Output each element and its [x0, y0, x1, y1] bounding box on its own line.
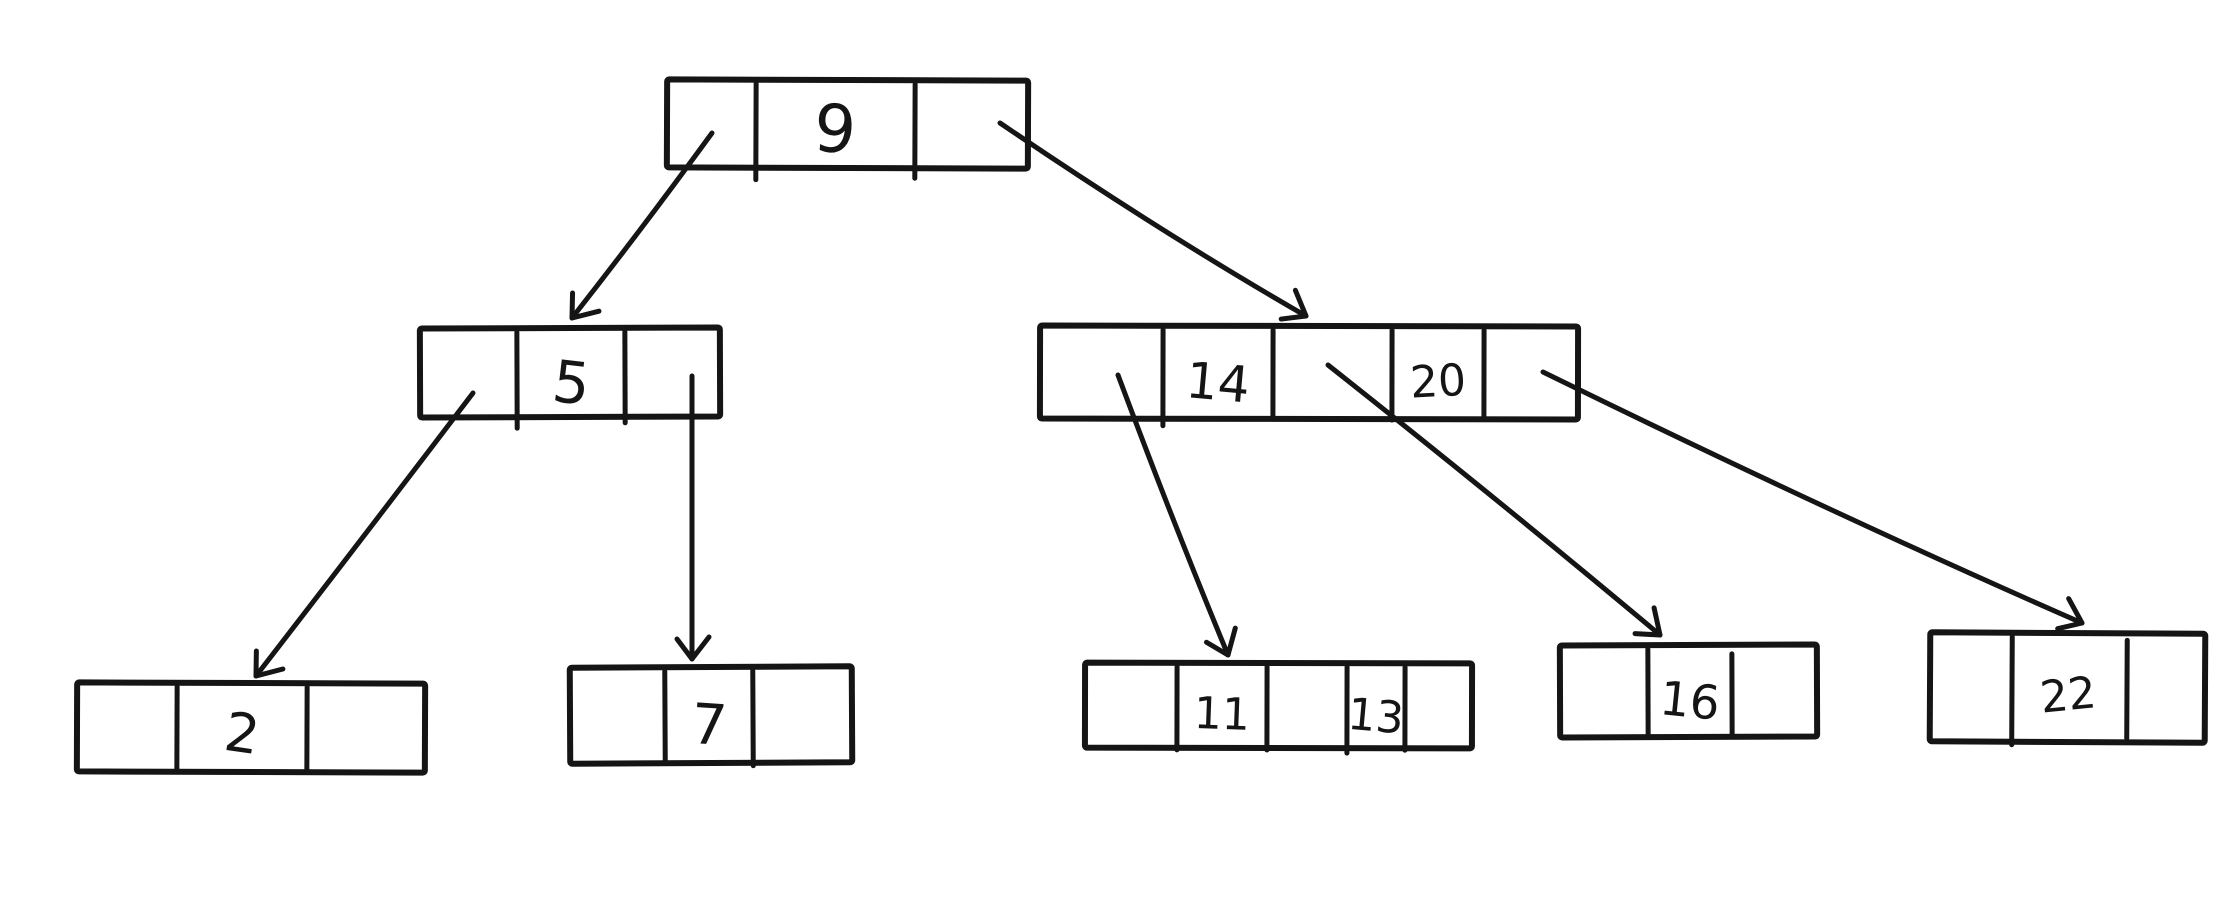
edge-root-to-node-14-20: [997, 120, 1309, 322]
node-outline: [73, 679, 429, 776]
cell-divider: [2009, 634, 2015, 748]
node-key: 13: [1346, 689, 1406, 745]
btree-node-5: 5: [416, 324, 724, 431]
node-key: 9: [811, 90, 859, 170]
edge-node-14-20-to-node-11-13: [1115, 372, 1238, 658]
node-outline: [1556, 641, 1821, 741]
edge-node-14-20-to-node-16: [1325, 362, 1663, 638]
node-key: 5: [549, 347, 594, 419]
edge-root-to-node-5: [569, 130, 715, 321]
btree-node-16: 16: [1556, 641, 1821, 741]
node-key: 7: [689, 692, 729, 759]
btree-node-root: 9: [663, 76, 1032, 183]
node-outline: [416, 324, 724, 421]
node-key: 14: [1184, 351, 1253, 414]
node-outline: [1036, 322, 1582, 423]
btree-edges: [253, 120, 2085, 679]
btree-node-11-13: 11 13: [1081, 659, 1476, 756]
node-key: 16: [1657, 671, 1722, 732]
node-key: 22: [2038, 667, 2099, 723]
cell-divider: [2124, 637, 2130, 741]
btree-node-14-20: 14 20: [1036, 322, 1582, 429]
edge-node-5-to-node-2: [253, 390, 476, 679]
node-outline: [566, 663, 856, 767]
node-outline: [1081, 659, 1476, 752]
node-key: 2: [221, 700, 264, 767]
node-outline: [1926, 629, 2209, 746]
node-key: 11: [1193, 688, 1251, 741]
btree-node-7: 7: [566, 663, 856, 769]
node-key: 20: [1409, 355, 1468, 409]
btree-node-22: 22: [1926, 629, 2209, 748]
edge-node-14-20-to-node-22: [1540, 369, 2085, 632]
node-outline: [663, 76, 1032, 172]
btree-node-2: 2: [73, 679, 429, 776]
